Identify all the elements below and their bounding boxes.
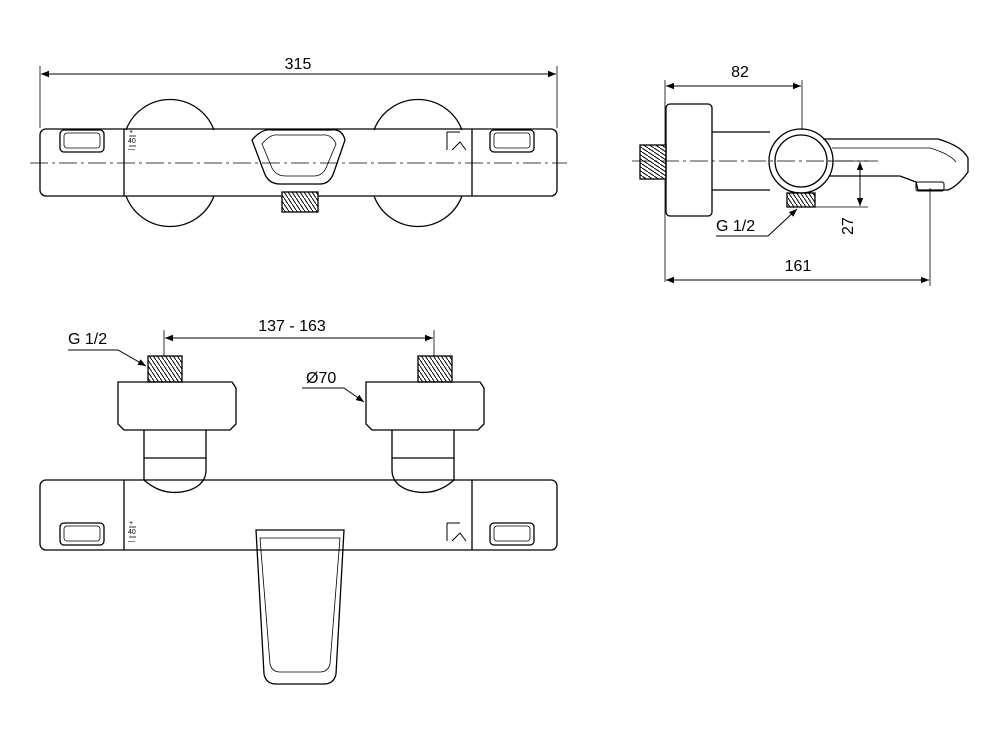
handle-grip-right-top-inner <box>493 132 531 149</box>
dial-40-top: 40 <box>128 138 136 145</box>
spout-aerator-side <box>915 181 945 192</box>
handle-grip-right-top <box>489 129 535 153</box>
width-label: 315 <box>285 56 312 73</box>
front-view <box>39 330 558 685</box>
depth-label: 82 <box>731 64 749 81</box>
handle-grip-left-front <box>59 522 105 546</box>
brand-mark-front <box>446 522 467 542</box>
thermostat-body-side-inner <box>774 134 828 188</box>
handle-grip-left-top <box>59 129 105 153</box>
inlet-thread-label: G 1/2 <box>68 331 107 348</box>
dial-plus-front: + <box>129 520 133 527</box>
inlet-thread-left <box>147 355 183 383</box>
spout-front <box>255 529 345 685</box>
outlet-thread-leader-side <box>716 208 798 237</box>
spout-front-inner <box>259 537 341 673</box>
spout-side <box>823 138 969 191</box>
centres-label: 137 - 163 <box>258 318 326 335</box>
mixer-body-front <box>39 479 558 551</box>
escutcheon-left-front <box>117 381 237 431</box>
wall-inlet-thread-side <box>639 144 667 180</box>
body-neck-side <box>712 131 770 191</box>
overall-label: 161 <box>785 258 812 275</box>
mixer-body-top <box>39 128 558 197</box>
escutcheon-label: Ø70 <box>306 370 336 387</box>
escutcheon-left-top <box>125 98 215 228</box>
top-view <box>30 66 567 228</box>
inlet-thread-right <box>417 355 453 383</box>
spout-top-inner <box>261 134 337 177</box>
handle-grip-right-front <box>489 522 535 546</box>
spout-top <box>251 129 346 185</box>
brand-mark-top <box>446 131 467 151</box>
union-neck-right <box>391 430 455 494</box>
outlet-height-label: 27 <box>840 217 857 235</box>
shower-outlet-thread-side <box>786 192 816 208</box>
escutcheon-side <box>665 103 713 217</box>
dial-minus-top: — <box>128 146 135 153</box>
handle-grip-left-front-inner <box>63 525 101 542</box>
escutcheon-right-front <box>365 381 485 431</box>
shower-outlet-thread-top <box>281 191 319 213</box>
spout-side-inner <box>832 147 957 163</box>
handle-grip-right-front-inner <box>493 525 531 542</box>
dial-plus-top: + <box>129 129 133 136</box>
dial-minus-front: — <box>128 538 135 545</box>
handle-grip-left-top-inner <box>63 132 101 149</box>
escutcheon-right-top <box>373 98 463 228</box>
side-view <box>632 80 969 286</box>
dial-40-front: 40 <box>128 529 136 536</box>
outlet-thread-label-side: G 1/2 <box>716 218 755 235</box>
escutcheon-leader <box>302 387 365 403</box>
inlet-thread-leader <box>68 349 147 367</box>
union-neck-left <box>143 430 207 494</box>
